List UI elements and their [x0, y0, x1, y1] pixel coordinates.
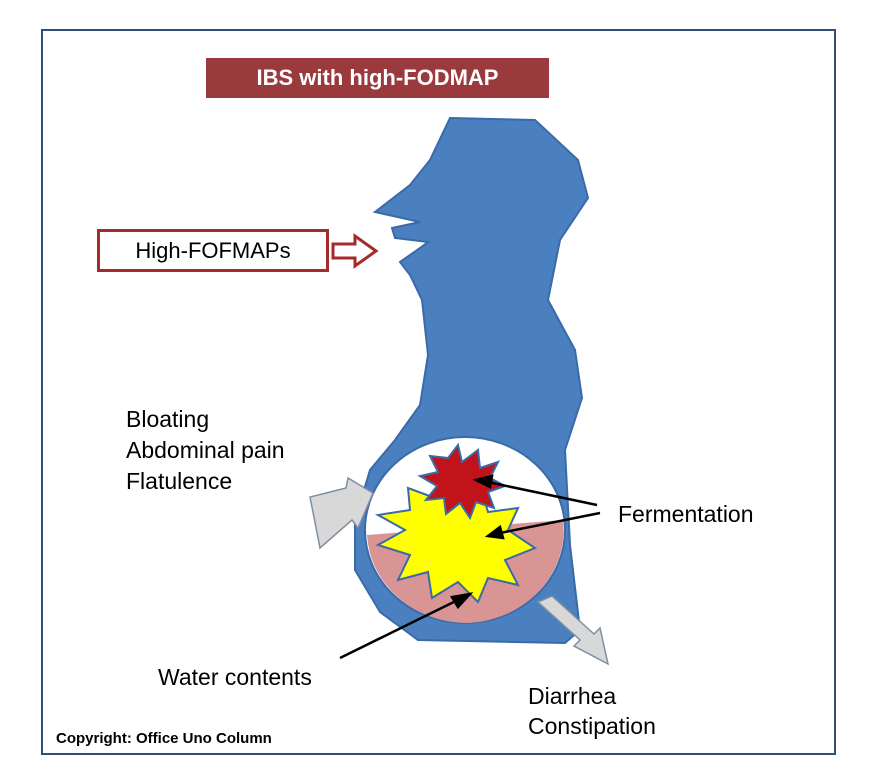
symptom-flatulence: Flatulence — [126, 468, 233, 494]
water-contents-label: Water contents — [158, 664, 312, 690]
symptom-bloating: Bloating — [126, 406, 210, 432]
fermentation-label: Fermentation — [618, 501, 754, 527]
large-fermentation-burst — [374, 475, 538, 604]
symptom-diarrhea: Diarrhea — [528, 683, 617, 709]
copyright-notice: Copyright: Office Uno Column — [56, 730, 272, 747]
pointer-lines — [339, 474, 601, 660]
small-fermentation-burst — [417, 442, 508, 521]
symptom-constipation: Constipation — [528, 713, 656, 739]
input-arrow — [331, 233, 379, 269]
symptom-arrow-upper — [309, 476, 374, 550]
symptom-arrow-lower — [536, 595, 610, 666]
diagram-frame — [41, 29, 836, 755]
symptom-abdominal-pain: Abdominal pain — [126, 437, 285, 463]
input-label-box: High-FOFMAPs — [97, 229, 329, 272]
diagram-title: IBS with high-FODMAP — [206, 58, 549, 98]
